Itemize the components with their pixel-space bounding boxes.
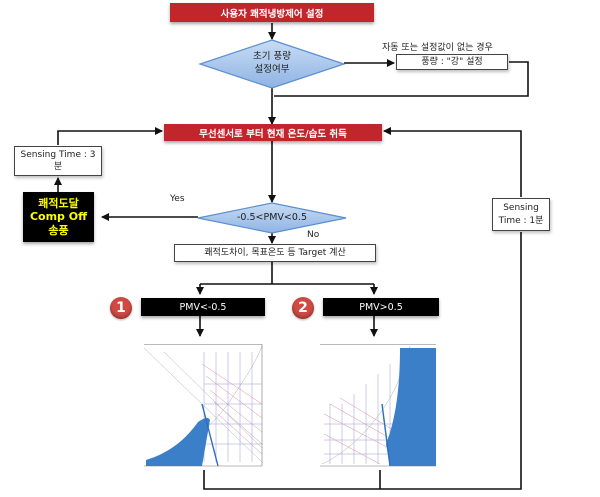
comfort-line2: Comp Off: [29, 210, 88, 224]
target-calc-box: 쾌적도차이, 목표온도 등 Target 계산: [174, 244, 376, 262]
fan-set-label: 풍량 : "강" 설정: [421, 56, 483, 67]
comfort-line1: 쾌적도달: [38, 197, 79, 211]
case1-label: PMV<-0.5: [179, 301, 227, 313]
decision-fan-line1: 초기 풍량: [253, 51, 291, 63]
sensing-left-box: Sensing Time : 3 분: [14, 146, 102, 176]
case2-label: PMV>0.5: [359, 301, 403, 313]
yes-label: Yes: [170, 194, 185, 204]
comfort-reached-box: 쾌적도달 Comp Off 송풍: [23, 192, 94, 242]
case1-number-badge: 1: [110, 297, 132, 319]
case1-number: 1: [116, 300, 126, 316]
case2-number: 2: [298, 300, 308, 316]
psychrometric-chart-2: [320, 344, 438, 470]
start-label: 사용자 쾌적냉방제어 설정: [220, 8, 324, 20]
start-box: 사용자 쾌적냉방제어 설정: [170, 3, 374, 22]
case2-box: PMV>0.5: [323, 298, 439, 316]
sensing-left-line2: 분: [53, 162, 63, 172]
sensing-left-line1: Sensing Time : 3: [20, 149, 96, 160]
auto-condition-label: 자동 또는 설정값이 없는 경우: [382, 43, 493, 53]
comfort-line3: 송풍: [48, 223, 69, 237]
fan-set-box: 풍량 : "강" 설정: [396, 54, 508, 70]
sensing-right-box: Sensing Time : 1분: [492, 198, 550, 231]
decision-fan-diamond: [198, 39, 346, 89]
decision-fan-line2: 설정여부: [254, 64, 290, 75]
case2-number-badge: 2: [292, 297, 314, 319]
sensing-right-line2: Time : 1분: [498, 215, 544, 226]
sensor-read-label: 무선센서로 부터 현재 온도/습도 취득: [199, 128, 347, 140]
sensor-read-box: 무선센서로 부터 현재 온도/습도 취득: [164, 124, 382, 141]
case1-box: PMV<-0.5: [141, 298, 265, 316]
decision-fan-text: 초기 풍량 설정여부: [228, 48, 316, 80]
decision-pmv-diamond: [197, 202, 347, 234]
target-calc-label: 쾌적도차이, 목표온도 등 Target 계산: [204, 247, 346, 258]
decision-pmv-label: -0.5<PMV<0.5: [237, 211, 307, 223]
no-label: No: [307, 230, 320, 240]
psychrometric-chart-1: [144, 344, 266, 470]
sensing-right-line1: Sensing: [503, 203, 539, 214]
decision-pmv-text: -0.5<PMV<0.5: [226, 210, 318, 226]
